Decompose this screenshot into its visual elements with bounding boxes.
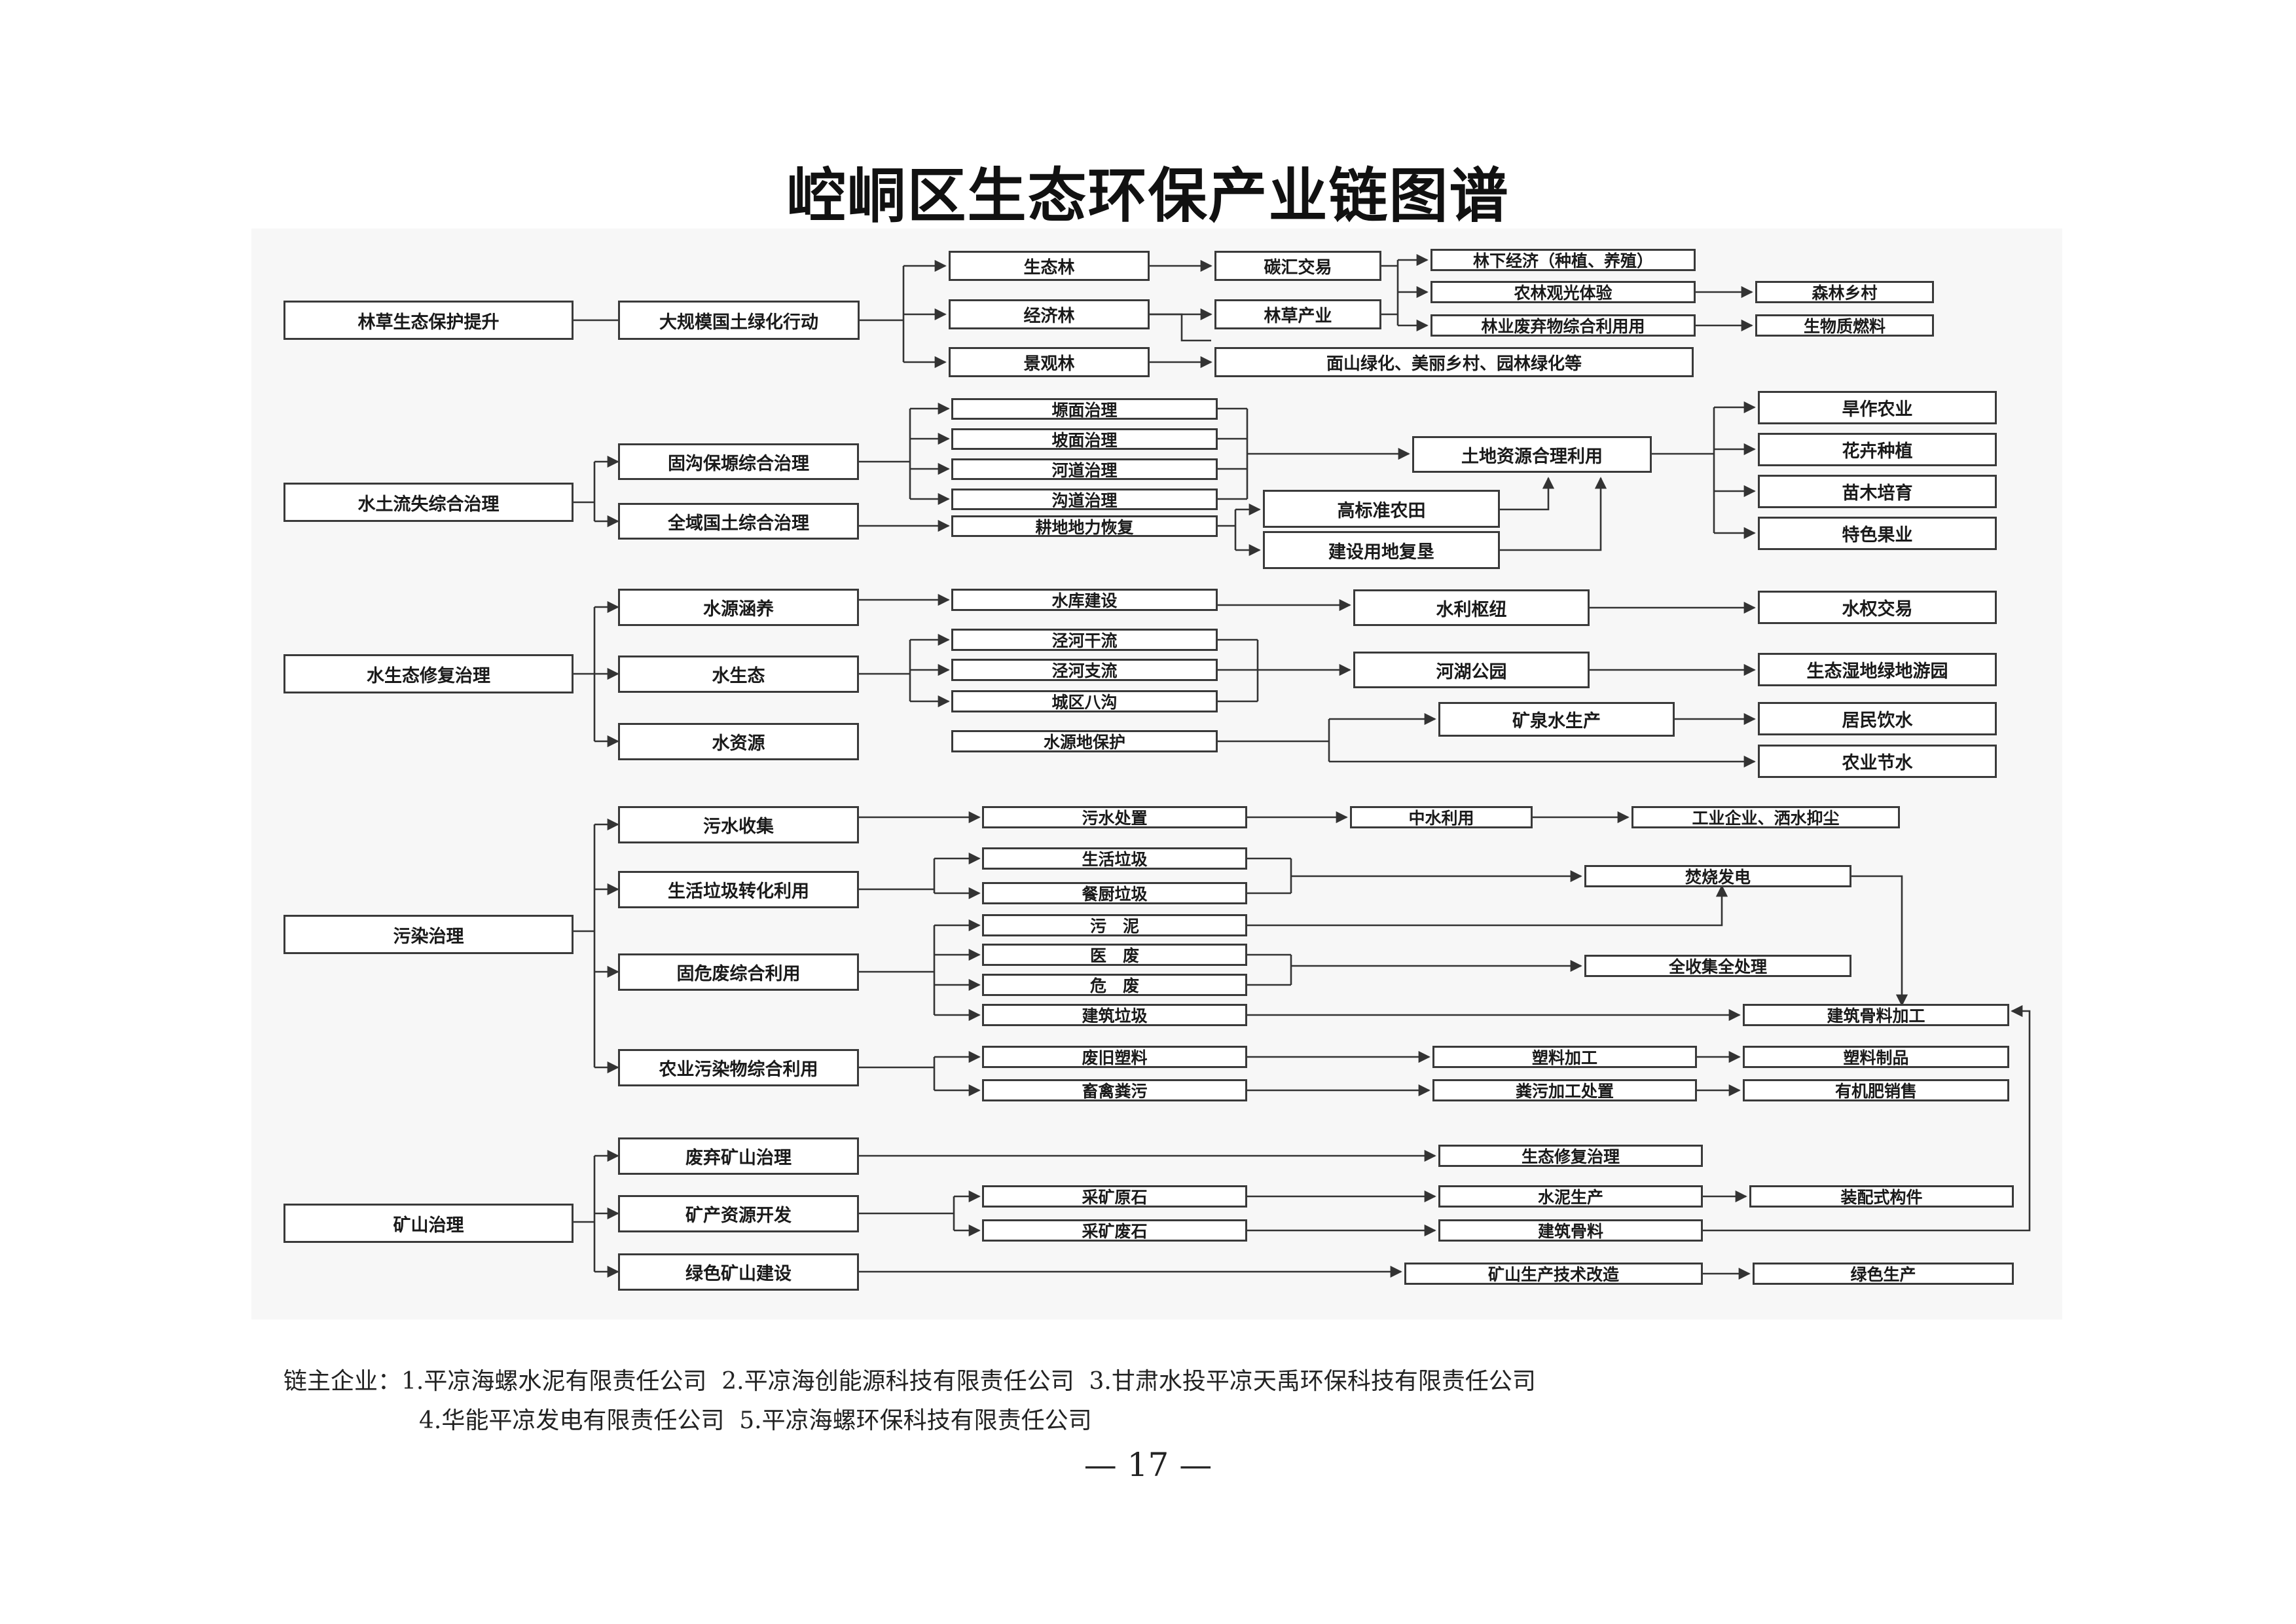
node-mineral-water: 矿泉水生产	[1438, 702, 1675, 737]
node-forest-root: 林草生态保护提升	[283, 301, 574, 340]
node-green-production: 绿色生产	[1753, 1263, 2014, 1285]
node-construction-aggregate: 建筑骨料	[1438, 1219, 1703, 1242]
node-specialty-fruit: 特色果业	[1758, 517, 1997, 550]
node-manure-processing: 粪污加工处置	[1432, 1079, 1697, 1101]
node-eco-restoration: 生态修复治理	[1438, 1145, 1703, 1167]
node-mineral-development: 矿产资源开发	[618, 1195, 859, 1232]
footer-line-1: 链主企业：1.平凉海螺水泥有限责任公司 2.平凉海创能源科技有限责任公司 3.甘…	[283, 1362, 1536, 1396]
node-hazardous-waste: 危 废	[982, 974, 1247, 996]
node-water-conservation: 水源涵养	[618, 589, 859, 626]
node-mine-tech-upgrade: 矿山生产技术改造	[1404, 1263, 1703, 1285]
node-livestock-manure: 畜禽粪污	[982, 1079, 1247, 1101]
node-slope-treatment: 坡面治理	[951, 428, 1218, 450]
node-landscape-forest: 景观林	[949, 347, 1150, 377]
node-greening-action: 大规模国土绿化行动	[618, 301, 860, 340]
node-construction-waste: 建筑垃圾	[982, 1004, 1247, 1026]
node-wetland-park: 生态湿地绿地游园	[1758, 653, 1997, 686]
node-jinghe-main: 泾河干流	[951, 629, 1218, 651]
node-landscape-greening: 面山绿化、美丽乡村、园林绿化等	[1214, 347, 1694, 377]
page-number: — 17 —	[1084, 1446, 1212, 1484]
node-medical-waste: 医 废	[982, 944, 1247, 966]
node-eco-forest: 生态林	[949, 251, 1150, 281]
node-raw-stone: 采矿原石	[982, 1185, 1247, 1208]
node-seedling-cultivation: 苗木培育	[1758, 475, 1997, 508]
node-sewage-collection: 污水收集	[618, 806, 859, 843]
node-green-mine: 绿色矿山建设	[618, 1253, 859, 1291]
node-resident-drinking: 居民饮水	[1758, 702, 1997, 735]
node-reservoir: 水库建设	[951, 589, 1218, 611]
node-plastic-processing: 塑料加工	[1432, 1046, 1697, 1068]
company-3: 3.甘肃水投平凉天禹环保科技有限责任公司	[1089, 1368, 1536, 1395]
node-incineration-power: 焚烧发电	[1584, 865, 1851, 887]
node-gully-protection: 固沟保塬综合治理	[618, 443, 859, 480]
node-flower-planting: 花卉种植	[1758, 433, 1997, 466]
node-dryland-farming: 旱作农业	[1758, 391, 1997, 424]
company-4: 4.华能平凉发电有限责任公司	[419, 1407, 725, 1434]
node-plateau-treatment: 塬面治理	[951, 398, 1218, 420]
node-territory-governance: 全域国土综合治理	[618, 503, 859, 540]
page-title: 崆峒区生态环保产业链图谱	[786, 161, 1510, 231]
company-5: 5.平凉海螺环保科技有限责任公司	[739, 1407, 1092, 1434]
footer-line-2: 4.华能平凉发电有限责任公司 5.平凉海螺环保科技有限责任公司	[419, 1401, 1092, 1435]
node-agri-pollutant-use: 农业污染物综合利用	[618, 1049, 859, 1086]
node-water-hub: 水利枢纽	[1353, 589, 1590, 626]
node-forest-grass-industry: 林草产业	[1214, 299, 1381, 329]
node-kitchen-waste: 餐厨垃圾	[982, 882, 1247, 904]
node-waste-stone: 采矿废石	[982, 1219, 1247, 1242]
node-land-reclamation: 建设用地复垦	[1263, 531, 1500, 569]
node-agri-water-saving: 农业节水	[1758, 745, 1997, 778]
footer-label: 链主企业：	[283, 1368, 402, 1395]
node-carbon-trade: 碳汇交易	[1214, 251, 1381, 281]
node-water-resources: 水资源	[618, 723, 859, 760]
node-farmland-fertility: 耕地地力恢复	[951, 515, 1218, 537]
node-reclaimed-water: 中水利用	[1350, 806, 1533, 828]
node-solid-waste-use: 固危废综合利用	[618, 953, 859, 991]
node-jinghe-tributary: 泾河支流	[951, 659, 1218, 681]
node-fertilizer-sales: 有机肥销售	[1743, 1079, 2009, 1101]
node-water-rights: 水权交易	[1758, 591, 1997, 624]
node-sludge: 污 泥	[982, 914, 1247, 936]
node-plastic-products: 塑料制品	[1743, 1046, 2009, 1068]
node-prefab-components: 装配式构件	[1749, 1185, 2014, 1208]
node-full-collection: 全收集全处理	[1584, 955, 1851, 977]
node-abandoned-mine: 废弃矿山治理	[618, 1137, 859, 1175]
node-river-treatment: 河道治理	[951, 458, 1218, 480]
node-biomass-fuel: 生物质燃料	[1755, 314, 1934, 337]
node-household-garbage: 生活垃圾	[982, 847, 1247, 870]
node-waste-plastic: 废旧塑料	[982, 1046, 1247, 1068]
node-forestry-waste-use: 林业废弃物综合利用用	[1430, 314, 1696, 337]
node-soil-root: 水土流失综合治理	[283, 483, 574, 522]
node-sewage-treatment: 污水处置	[982, 806, 1247, 828]
node-lake-park: 河湖公园	[1353, 652, 1590, 688]
node-urban-gullies: 城区八沟	[951, 690, 1218, 712]
node-agri-tourism: 农林观光体验	[1430, 281, 1696, 303]
node-pollution-root: 污染治理	[283, 915, 574, 954]
node-high-standard-farmland: 高标准农田	[1263, 490, 1500, 528]
node-cement-production: 水泥生产	[1438, 1185, 1703, 1208]
node-mining-root: 矿山治理	[283, 1204, 574, 1243]
company-2: 2.平凉海创能源科技有限责任公司	[721, 1368, 1074, 1395]
node-aggregate-processing: 建筑骨料加工	[1743, 1004, 2009, 1026]
node-understory-economy: 林下经济（种植、养殖）	[1430, 249, 1696, 271]
node-industry-dust: 工业企业、洒水抑尘	[1631, 806, 1900, 828]
node-source-protection: 水源地保护	[951, 730, 1218, 752]
node-economic-forest: 经济林	[949, 299, 1150, 329]
node-garbage-conversion: 生活垃圾转化利用	[618, 871, 859, 908]
node-water-ecology: 水生态	[618, 655, 859, 693]
company-1: 1.平凉海螺水泥有限责任公司	[401, 1368, 707, 1395]
node-water-root: 水生态修复治理	[283, 654, 574, 693]
node-forest-village: 森林乡村	[1755, 281, 1934, 303]
node-land-resource-use: 土地资源合理利用	[1412, 436, 1652, 473]
node-gully-treatment: 沟道治理	[951, 489, 1218, 510]
